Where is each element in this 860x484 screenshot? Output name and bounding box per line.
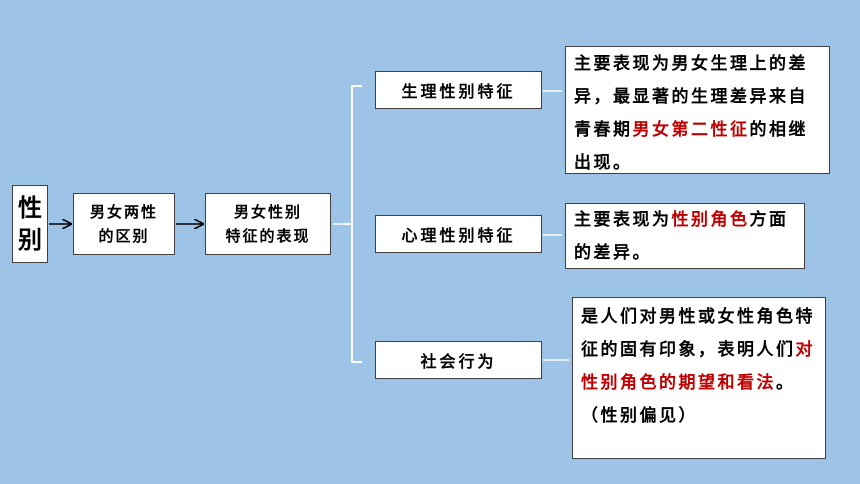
node-line2: 特征的表现 bbox=[225, 227, 311, 245]
desc-text: 主要表现为 bbox=[574, 210, 672, 230]
node-line1: 男女性别 bbox=[233, 203, 302, 221]
node-line1: 男女两性 bbox=[89, 203, 158, 221]
desc-highlight: 男女第二性征 bbox=[632, 120, 750, 140]
category-social-behavior: 社会行为 bbox=[375, 341, 542, 379]
desc-text: 。 bbox=[776, 373, 796, 393]
root-node-gender: 性 别 bbox=[12, 185, 48, 263]
desc-text: 方面的差异。 bbox=[574, 210, 789, 263]
description-physiological: 主要表现为男女生理上的差异，最显著的生理差异来自青春期男女第二性征的相继出现。 bbox=[565, 46, 830, 174]
desc-text: 的相继出现。 bbox=[574, 120, 808, 173]
root-line1: 性 bbox=[18, 193, 42, 222]
node-gender-trait-manifestation: 男女性别 特征的表现 bbox=[205, 193, 331, 255]
desc-highlight: 对性别角色的期望和看法 bbox=[581, 340, 815, 393]
category-psychological: 心理性别特征 bbox=[375, 215, 542, 253]
description-social: 是人们对男性或女性角色特征的固有印象，表明人们对性别角色的期望和看法。 （性别偏见… bbox=[572, 297, 826, 459]
desc-text: 是人们对男性或女性角色特征的固有印象，表明人们 bbox=[581, 307, 815, 360]
root-line2: 别 bbox=[18, 225, 42, 254]
category-physiological: 生理性别特征 bbox=[375, 71, 542, 109]
desc-note: （性别偏见） bbox=[581, 406, 698, 426]
desc-text: 主要表现为男女生理上的差异，最显著的生理差异来自青春期 bbox=[574, 54, 808, 140]
desc-highlight: 性别角色 bbox=[671, 210, 750, 230]
node-line2: 的区别 bbox=[98, 227, 150, 245]
node-gender-differences: 男女两性 的区别 bbox=[73, 193, 175, 255]
bracket bbox=[351, 85, 362, 363]
description-psychological: 主要表现为性别角色方面的差异。 bbox=[565, 203, 805, 269]
